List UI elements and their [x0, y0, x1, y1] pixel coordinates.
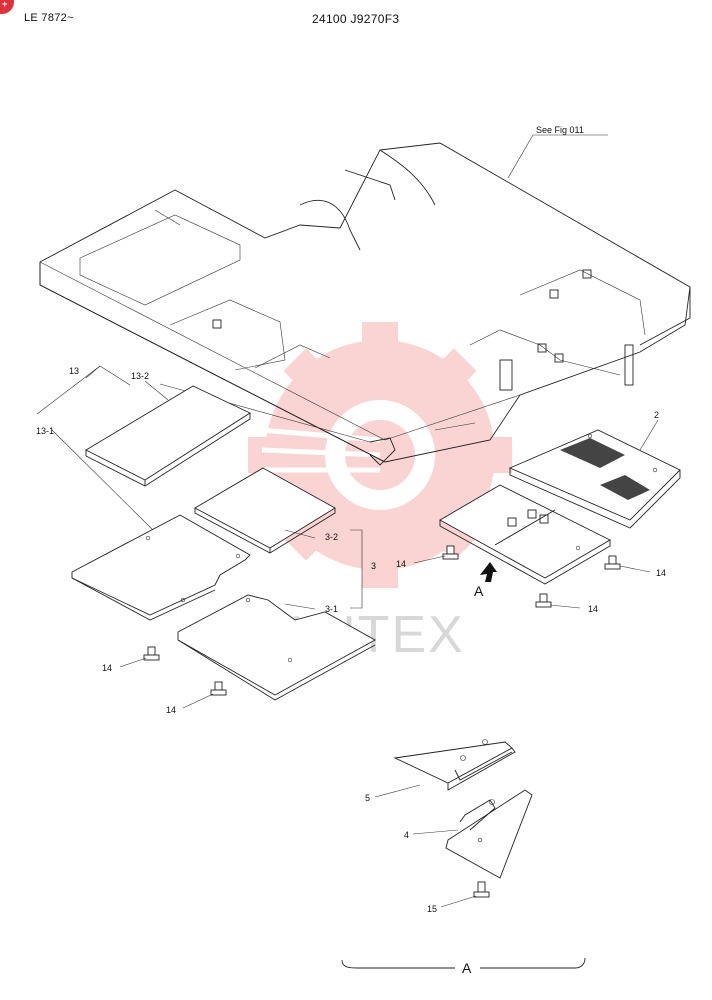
- part-13-2-pad: [85, 385, 251, 487]
- detail-part-4: [445, 789, 533, 879]
- label-13-1: 13-1: [36, 426, 54, 436]
- reference-leader: [507, 134, 534, 179]
- label-view-a: A: [474, 583, 484, 599]
- label-14-a: 14: [396, 559, 406, 569]
- corner-badge-glyph: +: [2, 0, 8, 9]
- label-15: 15: [427, 904, 437, 914]
- label-3: 3: [371, 561, 376, 571]
- detail-leader-lines: [374, 784, 477, 908]
- header-part-number: 24100 J9270F3: [312, 12, 400, 26]
- header-model: LE 7872~: [24, 12, 74, 24]
- detail-bracket-right: [480, 957, 586, 969]
- label-3-1: 3-1: [325, 604, 338, 614]
- label-2: 2: [654, 410, 659, 420]
- label-5: 5: [365, 793, 370, 803]
- label-14-e: 14: [166, 705, 176, 715]
- screw-15: [473, 881, 490, 898]
- label-3-2: 3-2: [325, 532, 338, 542]
- part-2-cover: [508, 429, 681, 529]
- watermark-gear: [248, 322, 512, 588]
- part-13-1-plate: [71, 514, 251, 621]
- reference-label: See Fig 011: [536, 125, 584, 135]
- part-3-1-plate: [177, 594, 376, 701]
- leader-lines: [36, 365, 659, 709]
- label-14-b: 14: [656, 568, 666, 578]
- detail-bracket-left: [341, 959, 455, 969]
- screw-14-c: [535, 593, 552, 608]
- label-detail-a: A: [462, 960, 472, 976]
- label-14-d: 14: [102, 663, 112, 673]
- screw-14-e: [210, 681, 227, 696]
- part-bracket-assembly: [439, 484, 611, 585]
- screw-14-b: [604, 555, 621, 570]
- label-13-2: 13-2: [131, 371, 149, 381]
- detail-part-5: [393, 739, 516, 791]
- label-14-c: 14: [588, 604, 598, 614]
- label-4: 4: [404, 830, 409, 840]
- part-3-2-pad: [194, 467, 336, 554]
- screw-14-d: [143, 646, 160, 661]
- view-a-arrow: [480, 562, 497, 582]
- label-13: 13: [69, 366, 79, 376]
